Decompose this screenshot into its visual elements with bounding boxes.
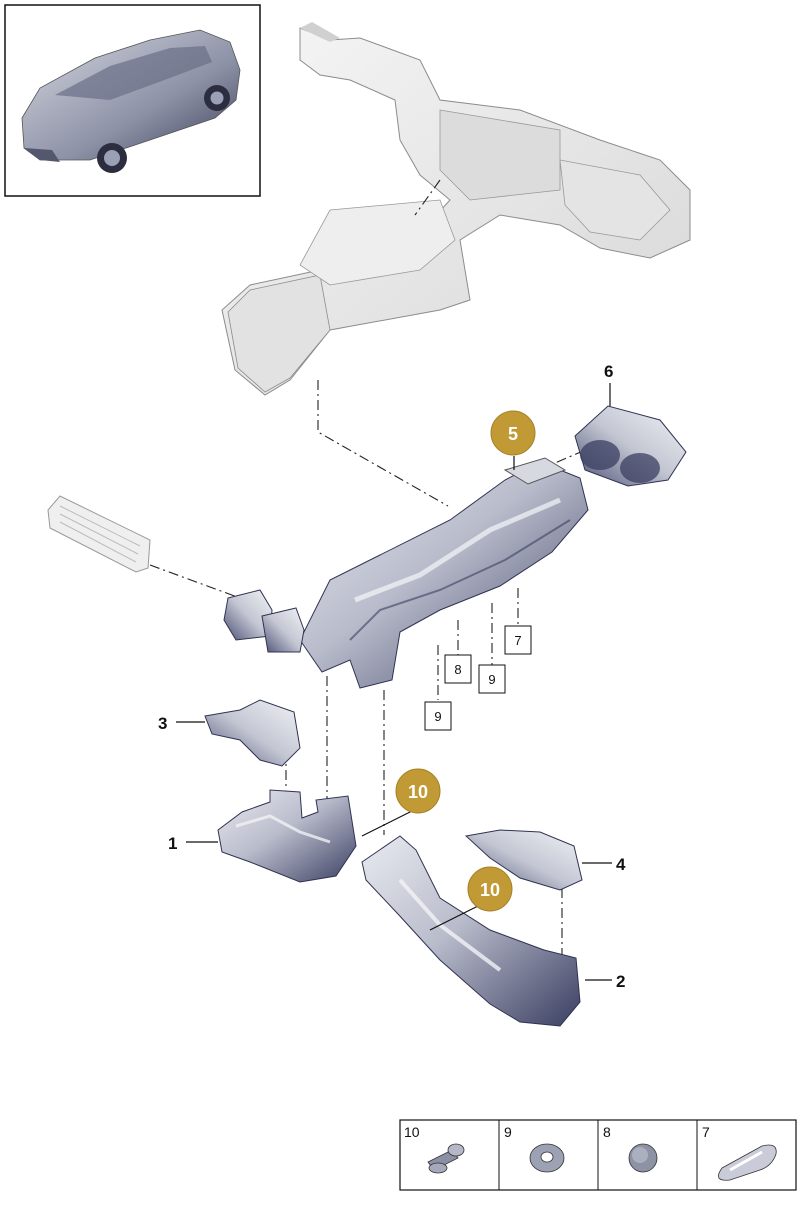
callout-part-6: 6 — [604, 362, 613, 381]
badge-part-10-a-label: 10 — [408, 782, 428, 802]
badge-part-5: 5 — [490, 410, 536, 456]
callout-part-4: 4 — [616, 855, 626, 874]
vent-grille-ghost — [47, 495, 151, 573]
callout-part-1: 1 — [168, 834, 177, 853]
assembly-leader-lines — [149, 179, 591, 955]
boxed-ref-9-a-label: 9 — [488, 672, 495, 687]
callout-leaders — [176, 383, 612, 981]
bolt-icon — [427, 1143, 465, 1174]
legend-number-10: 10 — [404, 1124, 420, 1140]
boxed-ref-7: 7 — [504, 625, 532, 655]
callout-part-2: 2 — [616, 972, 625, 991]
legend-number-9: 9 — [504, 1124, 512, 1140]
legend-number-8: 8 — [603, 1124, 611, 1140]
floor-duct-part-1 — [217, 789, 357, 883]
badge-part-10-b: 10 — [467, 866, 513, 912]
legend-cell-7: 7 — [702, 1124, 777, 1181]
legend-cell-10: 10 — [404, 1124, 465, 1174]
boxed-ref-9-b-label: 9 — [434, 709, 441, 724]
round-plug-icon — [628, 1143, 658, 1173]
legend-number-7: 7 — [702, 1124, 710, 1140]
duct-bracket-part-4 — [464, 829, 583, 891]
badge-part-10-b-label: 10 — [480, 880, 500, 900]
boxed-ref-7-label: 7 — [514, 633, 521, 648]
boxed-ref-8: 8 — [444, 654, 472, 684]
oval-plug-icon — [718, 1144, 777, 1181]
boxed-ref-8-label: 8 — [454, 662, 461, 677]
rear-outlet-part-6 — [574, 405, 687, 487]
vehicle-thumbnail — [4, 4, 261, 197]
car-image — [21, 29, 241, 173]
small-parts-legend: 10 9 8 7 — [399, 1119, 797, 1191]
duct-end-connectors — [223, 589, 305, 653]
callout-part-3: 3 — [158, 714, 167, 733]
center-air-duct-part-5 — [299, 457, 589, 689]
washer-icon — [529, 1143, 565, 1173]
duct-bracket-part-3 — [204, 699, 301, 767]
boxed-ref-9-a: 9 — [478, 664, 506, 694]
hvac-assembly-ghost — [221, 22, 691, 396]
legend-cell-9: 9 — [504, 1124, 565, 1173]
boxed-ref-9-b: 9 — [424, 701, 452, 731]
badge-part-10-a: 10 — [395, 768, 441, 814]
badge-part-5-label: 5 — [508, 424, 518, 444]
legend-cell-8: 8 — [603, 1124, 658, 1173]
